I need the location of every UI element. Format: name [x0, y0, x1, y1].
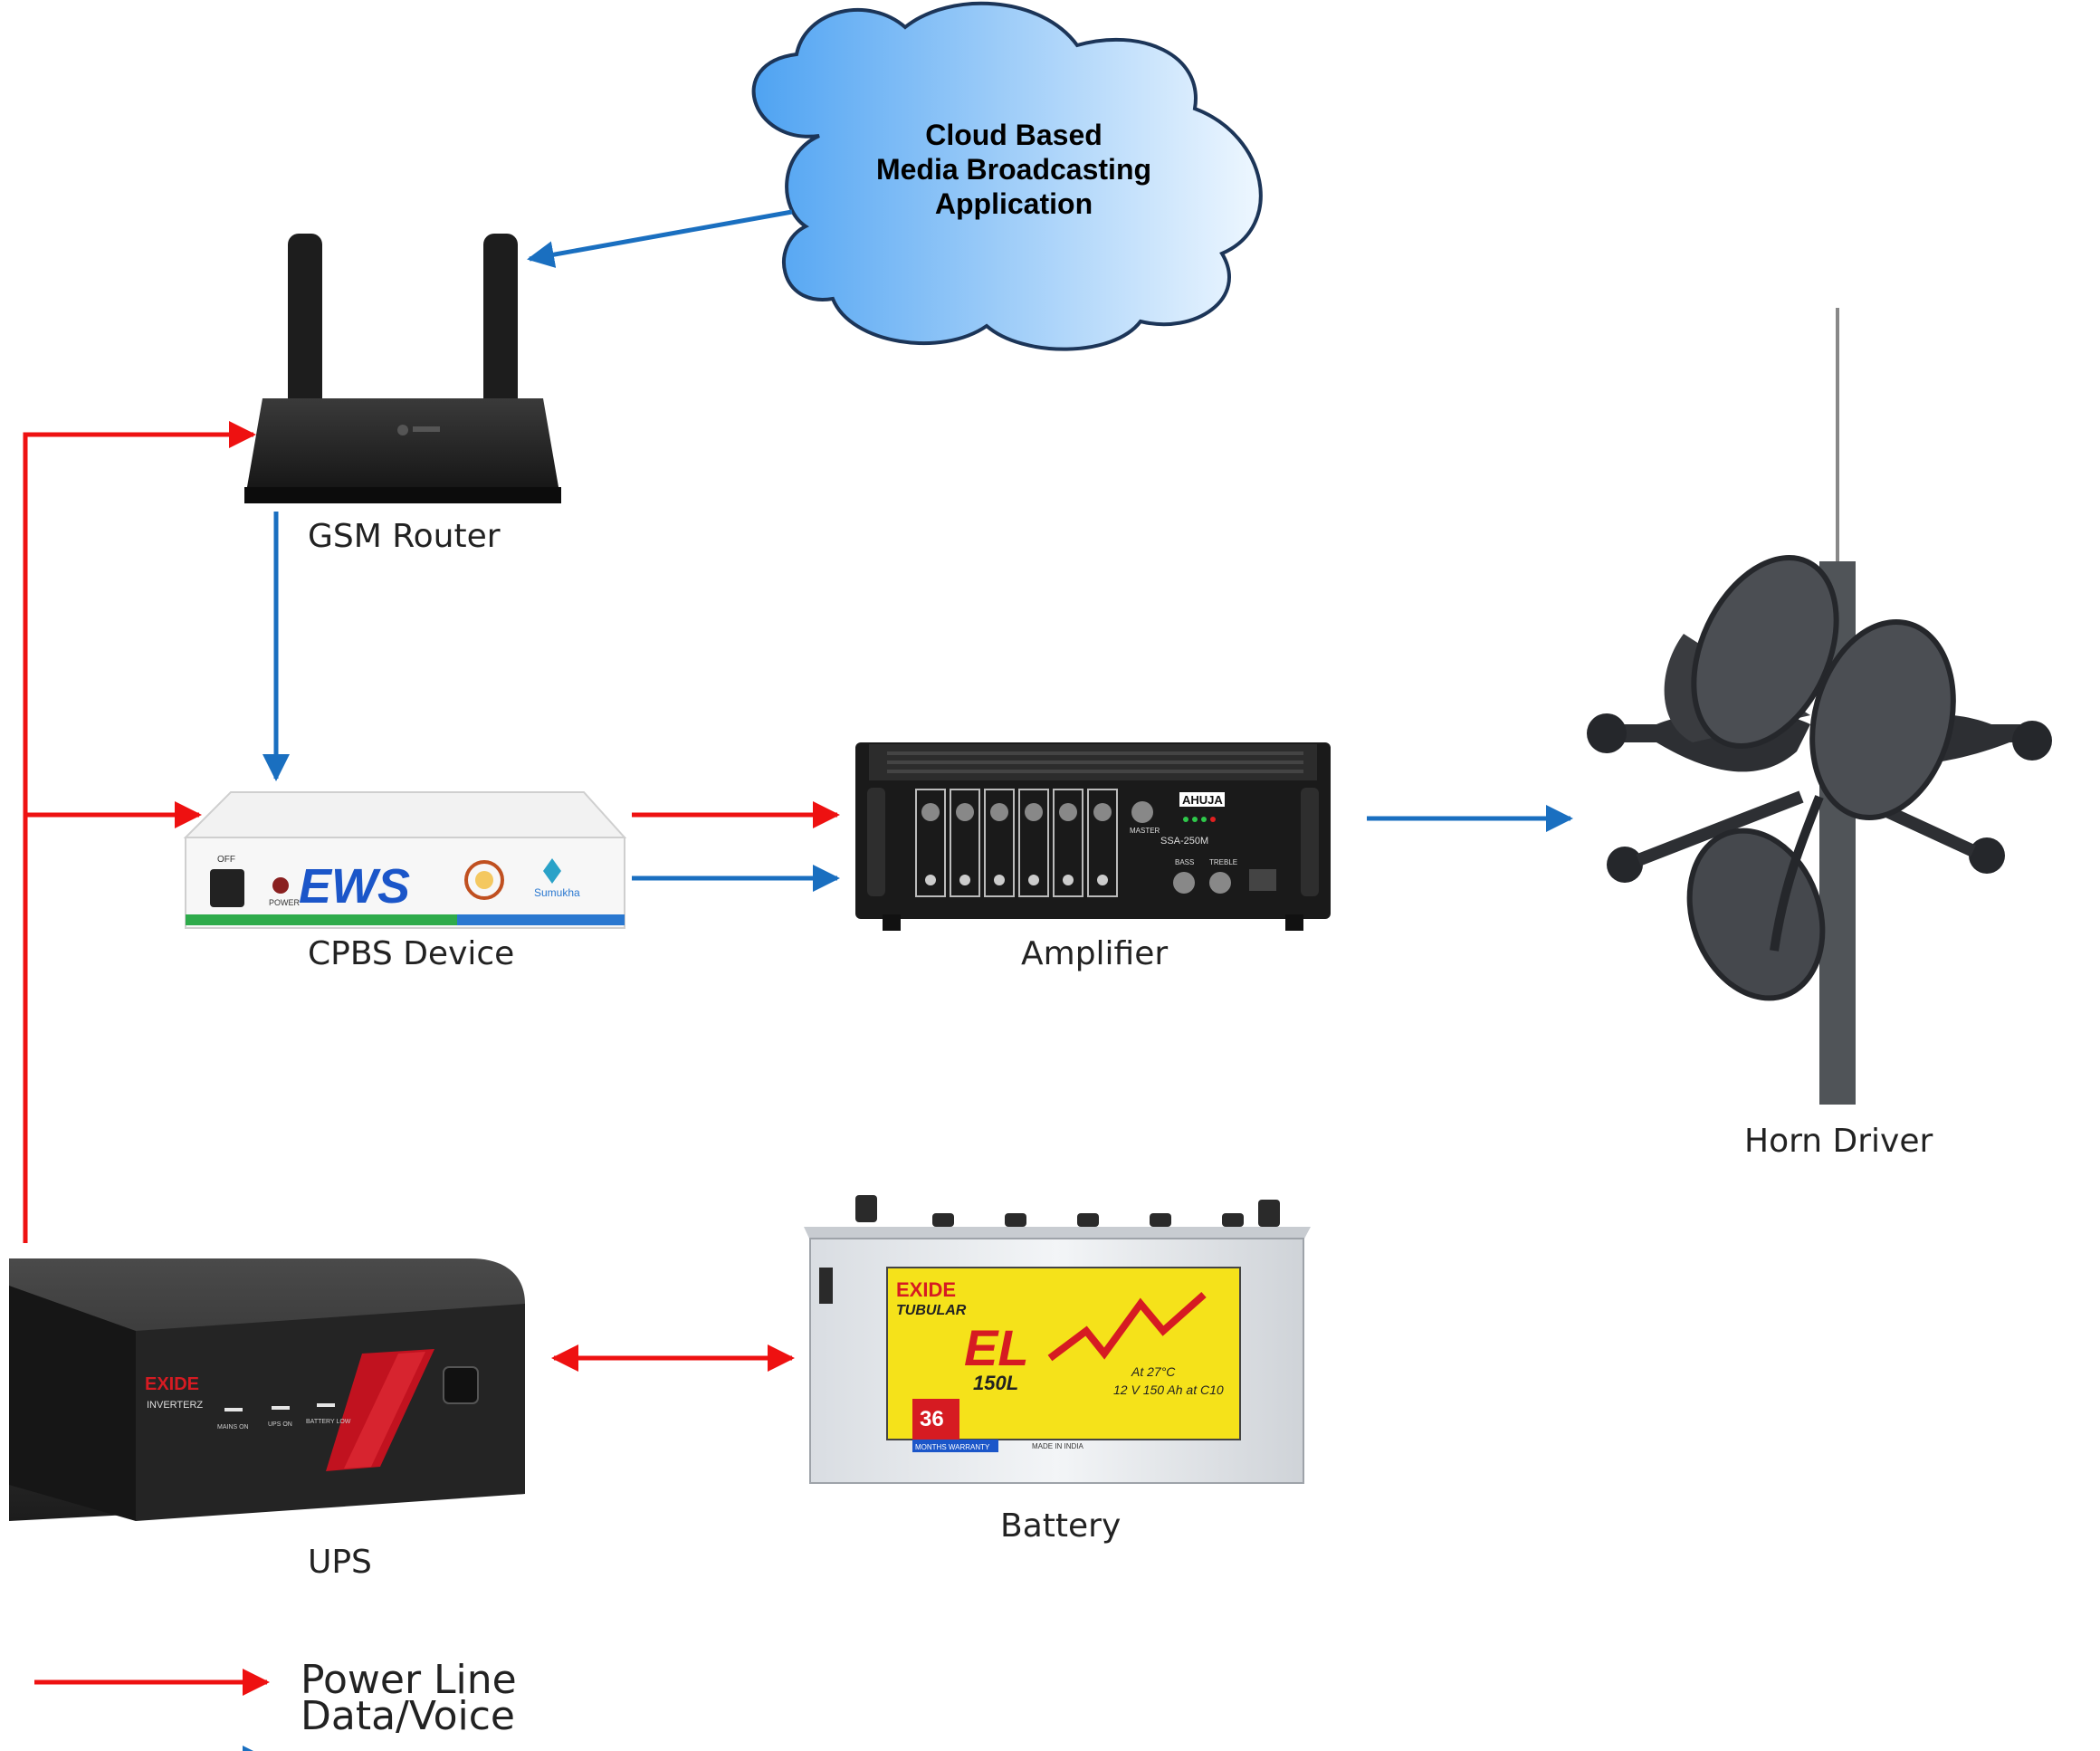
cloud-label: Cloud Based Media Broadcasting Applicati… — [815, 118, 1213, 221]
battery-brand: EXIDE — [896, 1278, 956, 1301]
amp-brand: AHUJA — [1182, 793, 1223, 807]
horn-driver-label: Horn Driver — [1744, 1123, 1933, 1160]
router-icon — [244, 234, 561, 503]
horn-speaker-icon — [1587, 308, 2052, 1105]
battery-rating: 12 V 150 Ah at C10 — [1113, 1383, 1224, 1397]
battery-warranty: 36 — [920, 1407, 944, 1431]
amplifier-icon: AHUJA SSA-250M MASTER BASS TREBLE — [855, 742, 1331, 931]
battery-capacity: 150L — [973, 1372, 1018, 1394]
battery-line: TUBULAR — [896, 1303, 967, 1318]
amplifier-label: Amplifier — [1021, 935, 1169, 972]
legend-data-voice-label: Data/Voice — [301, 1693, 515, 1739]
gsm-router-label: GSM Router — [308, 518, 501, 555]
cpbs-device-label: CPBS Device — [308, 935, 515, 972]
battery-model: EL — [964, 1319, 1029, 1376]
ups-line: INVERTERZ — [147, 1400, 203, 1411]
ups-indicator-1: MAINS ON — [217, 1424, 249, 1430]
battery-warranty-text: MONTHS WARRANTY — [915, 1443, 990, 1451]
ups-indicator-2: UPS ON — [268, 1421, 292, 1428]
amp-model: SSA-250M — [1160, 836, 1208, 847]
ups-icon: EXIDE INVERTERZ MAINS ON UPS ON BATTERY … — [9, 1258, 525, 1521]
cloud-label-line-2: Media Broadcasting — [875, 153, 1152, 186]
legend-power-line-label: Power Line — [301, 1657, 517, 1703]
cpbs-partner: Sumukha — [534, 886, 580, 899]
ups-brand: EXIDE — [145, 1374, 199, 1394]
amp-master-label: MASTER — [1130, 827, 1160, 835]
cloud-icon — [751, 1, 1263, 351]
battery-origin: MADE IN INDIA — [1032, 1442, 1084, 1450]
ups-indicator-3: BATTERY LOW — [306, 1419, 351, 1425]
ups-label: UPS — [308, 1544, 372, 1581]
battery-temp: At 27°C — [1131, 1364, 1176, 1379]
cpbs-device-icon: OFF POWER EWS Sumukha — [183, 791, 627, 929]
link-ups-power-trunk — [23, 421, 256, 1243]
amp-bass-label: BASS — [1175, 858, 1194, 866]
cpbs-power-label: POWER — [269, 898, 301, 907]
cpbs-switch-label: OFF — [217, 855, 235, 865]
battery-icon: EXIDE TUBULAR EL 150L At 27°C 12 V 150 A… — [804, 1195, 1311, 1484]
amp-treble-label: TREBLE — [1209, 858, 1237, 866]
cloud-label-line-3: Application — [934, 187, 1093, 220]
link-cloud-router — [527, 209, 793, 268]
cloud-label-line-1: Cloud Based — [925, 119, 1102, 151]
cpbs-brand: EWS — [299, 859, 410, 914]
battery-label: Battery — [1000, 1507, 1122, 1545]
